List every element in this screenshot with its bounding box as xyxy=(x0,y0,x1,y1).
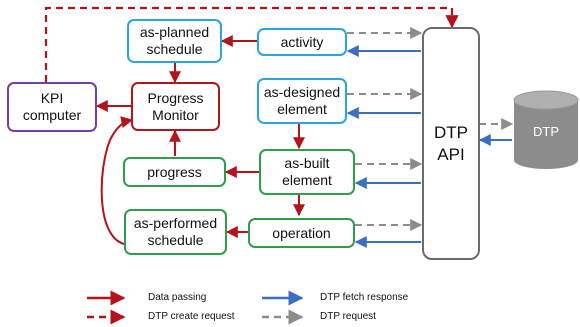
legend-request-label: DTP request xyxy=(320,311,376,322)
legend-create-request-label: DTP create request xyxy=(148,311,235,322)
progress-monitor-node: Progress Monitor xyxy=(131,82,220,131)
kpi-computer-node: KPI computer xyxy=(7,82,97,132)
activity-node: activity xyxy=(257,28,347,56)
as-designed-element-node: as-designed element xyxy=(257,78,347,124)
legend-fetch-response-label: DTP fetch response xyxy=(320,292,409,303)
create-request-arrow xyxy=(44,6,459,82)
arrow-as-performed-to-monitor xyxy=(100,116,134,245)
as-built-element-node: as-built element xyxy=(259,149,355,195)
operation-node: operation xyxy=(248,218,355,248)
progress-node: progress xyxy=(123,157,226,187)
dtp-api-node: DTP API xyxy=(422,27,480,260)
as-performed-schedule-node: as-performed schedule xyxy=(124,209,227,255)
database-label: DTP xyxy=(533,124,559,139)
as-planned-schedule-node: as-planned schedule xyxy=(127,19,222,63)
database-icon xyxy=(513,90,579,169)
legend-data-passing-label: Data passing xyxy=(148,292,207,303)
